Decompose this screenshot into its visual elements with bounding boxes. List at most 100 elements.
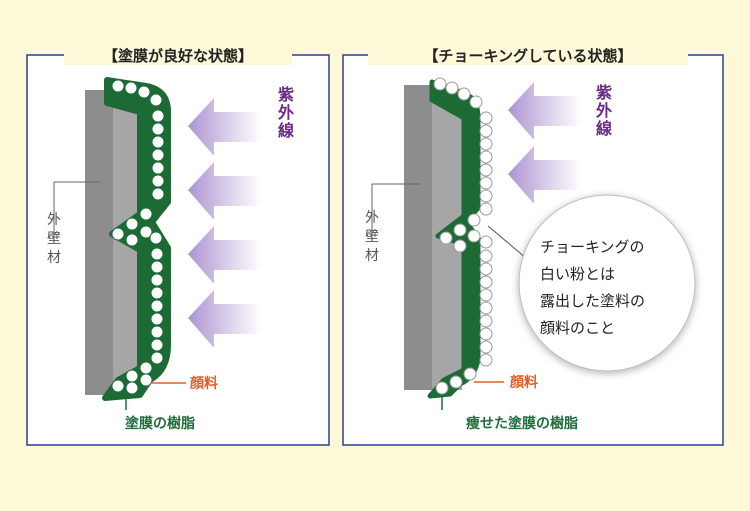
left-uv-arrow-1 [188, 98, 262, 156]
pigment-particle [453, 223, 467, 237]
pigment-particle [150, 325, 164, 339]
callout-line-1: チョーキングの [540, 238, 645, 256]
callout-leader [487, 225, 527, 259]
pigment-particle [479, 124, 493, 138]
pigment-particle [467, 213, 481, 227]
left-wall-label-3: 材 [47, 250, 61, 266]
pigment-particle [151, 109, 165, 123]
right-uv-arrow-2 [508, 146, 582, 204]
right-pigment-label: 顔料 [509, 374, 538, 391]
right-uv-label-1: 紫 [596, 83, 612, 102]
pigment-particle [151, 174, 165, 188]
pigment-particle [151, 122, 165, 136]
pigment-particle [150, 286, 164, 300]
pigment-particle [150, 299, 164, 313]
left-panel: 【塗膜が良好な状態】 外 壁 材 紫 外 線 顔料 塗膜の樹脂 [26, 45, 330, 446]
pigment-particle [469, 95, 483, 109]
pigment-particle [457, 87, 471, 101]
right-wall [404, 85, 432, 390]
pigment-particle [151, 135, 165, 149]
pigment-particle [479, 235, 493, 249]
pigment-particle [479, 314, 493, 328]
right-resin-label: 痩せた塗膜の樹脂 [466, 415, 578, 432]
pigment-particle [453, 239, 467, 253]
pigment-particle [150, 351, 164, 365]
left-pigment-label: 顔料 [189, 375, 218, 392]
pigment-particle [479, 288, 493, 302]
pigment-particle [150, 338, 164, 352]
right-uv-label-2: 外 [595, 101, 612, 120]
left-resin-label: 塗膜の樹脂 [125, 415, 195, 432]
right-uv-arrow-1 [508, 82, 582, 140]
pigment-particle [139, 373, 153, 387]
right-uv-label-3: 線 [596, 119, 612, 138]
pigment-particle [150, 247, 164, 261]
right-wall-leader [371, 183, 420, 238]
left-uv-arrow-2 [188, 162, 262, 220]
pigment-particle [433, 77, 447, 91]
pigment-particle [125, 369, 139, 383]
pigment-particle [125, 233, 139, 247]
pigment-particle [139, 207, 153, 221]
pigment-particle [139, 361, 153, 375]
left-uv-label-1: 紫 [278, 85, 294, 104]
pigment-particle [139, 225, 153, 239]
pigment-particle [111, 379, 125, 393]
pigment-particle [445, 81, 459, 95]
pigment-particle [150, 260, 164, 274]
pigment-particle [479, 189, 493, 203]
pigment-particle [479, 275, 493, 289]
left-uv-arrow-4 [188, 290, 262, 348]
left-wall-leader [53, 181, 100, 240]
right-wall-label-1: 外 [365, 210, 379, 226]
pigment-particle [449, 375, 463, 389]
pigment-particle [479, 262, 493, 276]
pigment-particle [479, 353, 493, 367]
pigment-particle [439, 231, 453, 245]
pigment-particle [125, 217, 139, 231]
pigment-particle [479, 249, 493, 263]
pigment-particle [467, 229, 481, 243]
right-panel-title: 【チョーキングしている状態】 [423, 47, 632, 65]
pigment-particle [125, 381, 139, 395]
pigment-particle [435, 381, 449, 395]
left-wall-label-2: 壁 [47, 231, 61, 247]
callout-line-4: 顔料のこと [540, 319, 615, 337]
left-wall [85, 90, 113, 395]
pigment-particle [149, 93, 163, 107]
right-uv-arrows [508, 82, 582, 204]
pigment-particle [479, 163, 493, 177]
right-wall-label-2: 壁 [365, 229, 379, 245]
callout-bubble [518, 194, 696, 372]
left-uv-arrow-3 [188, 226, 262, 284]
callout-line-3: 露出した塗料の [540, 292, 645, 310]
pigment-particle [111, 79, 125, 93]
left-uv-arrows [188, 98, 262, 348]
left-uv-label-2: 外 [277, 103, 294, 122]
pigment-particle [150, 312, 164, 326]
left-wall-label-1: 外 [47, 212, 61, 228]
callout-line-2: 白い粉とは [540, 265, 615, 283]
pigment-particle [149, 231, 163, 245]
left-uv-label-3: 線 [278, 121, 294, 140]
right-wall-label-3: 材 [365, 248, 379, 264]
pigment-particle [479, 340, 493, 354]
pigment-particle [479, 327, 493, 341]
right-pigment-group [433, 77, 493, 395]
pigment-particle [479, 111, 493, 125]
pigment-particle [150, 273, 164, 287]
pigment-particle [479, 137, 493, 151]
right-title-bg [368, 45, 688, 65]
left-panel-frame [26, 54, 330, 446]
pigment-particle [151, 148, 165, 162]
pigment-particle [137, 85, 151, 99]
left-pigment-group [111, 79, 165, 395]
pigment-particle [111, 227, 125, 241]
pigment-particle [479, 176, 493, 190]
left-panel-title: 【塗膜が良好な状態】 [103, 47, 253, 65]
right-panel: 【チョーキングしている状態】 外 壁 材 紫 外 線 チョーキングの 白い粉とは… [342, 45, 724, 446]
pigment-particle [463, 367, 477, 381]
pigment-particle [479, 301, 493, 315]
